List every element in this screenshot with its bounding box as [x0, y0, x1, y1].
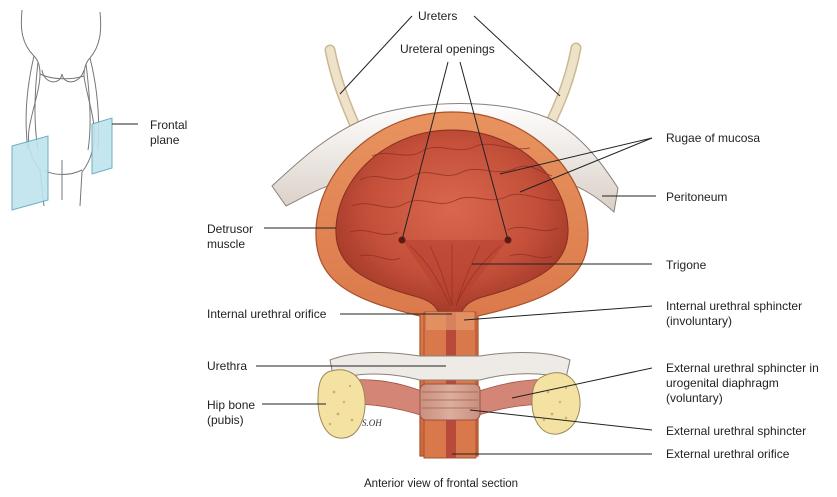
- label-internal-sphincter-line2: (involuntary): [666, 314, 802, 329]
- label-external-sphincter-in-diaphragm: External urethral sphincter in urogenita…: [666, 361, 819, 406]
- label-hip-bone: Hip bone (pubis): [207, 398, 255, 428]
- label-frontal-plane-line1: Frontal: [150, 118, 187, 133]
- frontal-plane-left: [12, 136, 48, 210]
- label-detrusor-line1: Detrusor: [207, 222, 253, 237]
- label-internal-sphincter-line1: Internal urethral sphincter: [666, 299, 802, 314]
- hip-bone-right: [532, 373, 580, 435]
- label-urethra: Urethra: [207, 359, 247, 374]
- label-external-diaphragm-line3: (voluntary): [666, 391, 819, 406]
- label-internal-urethral-sphincter: Internal urethral sphincter (involuntary…: [666, 299, 802, 329]
- label-external-diaphragm-line2: urogenital diaphragm: [666, 376, 819, 391]
- internal-sphincter: [426, 312, 474, 330]
- external-sphincter: [420, 384, 480, 420]
- label-detrusor-muscle: Detrusor muscle: [207, 222, 253, 252]
- label-external-diaphragm-line1: External urethral sphincter in: [666, 361, 819, 376]
- label-ureteral-openings: Ureteral openings: [400, 42, 495, 57]
- label-hip-bone-line2: (pubis): [207, 413, 255, 428]
- label-detrusor-line2: muscle: [207, 237, 253, 252]
- label-frontal-plane-line2: plane: [150, 133, 187, 148]
- figure-caption: Anterior view of frontal section: [364, 477, 518, 492]
- label-internal-urethral-orifice: Internal urethral orifice: [207, 307, 326, 322]
- torso-inset: [12, 10, 138, 210]
- label-hip-bone-line1: Hip bone: [207, 398, 255, 413]
- label-rugae-of-mucosa: Rugae of mucosa: [666, 131, 760, 146]
- breast-right: [62, 70, 84, 82]
- artist-signature: S.OH: [362, 418, 382, 428]
- label-peritoneum: Peritoneum: [666, 190, 727, 205]
- label-frontal-plane: Frontal plane: [150, 118, 187, 148]
- arm-left: [26, 56, 38, 150]
- frontal-plane-right: [92, 118, 112, 174]
- label-external-urethral-orifice: External urethral orifice: [666, 447, 789, 462]
- label-external-urethral-sphincter: External urethral sphincter: [666, 424, 806, 439]
- label-ureters: Ureters: [418, 9, 457, 24]
- label-trigone: Trigone: [666, 258, 706, 273]
- ureter-left-fill: [330, 50, 356, 128]
